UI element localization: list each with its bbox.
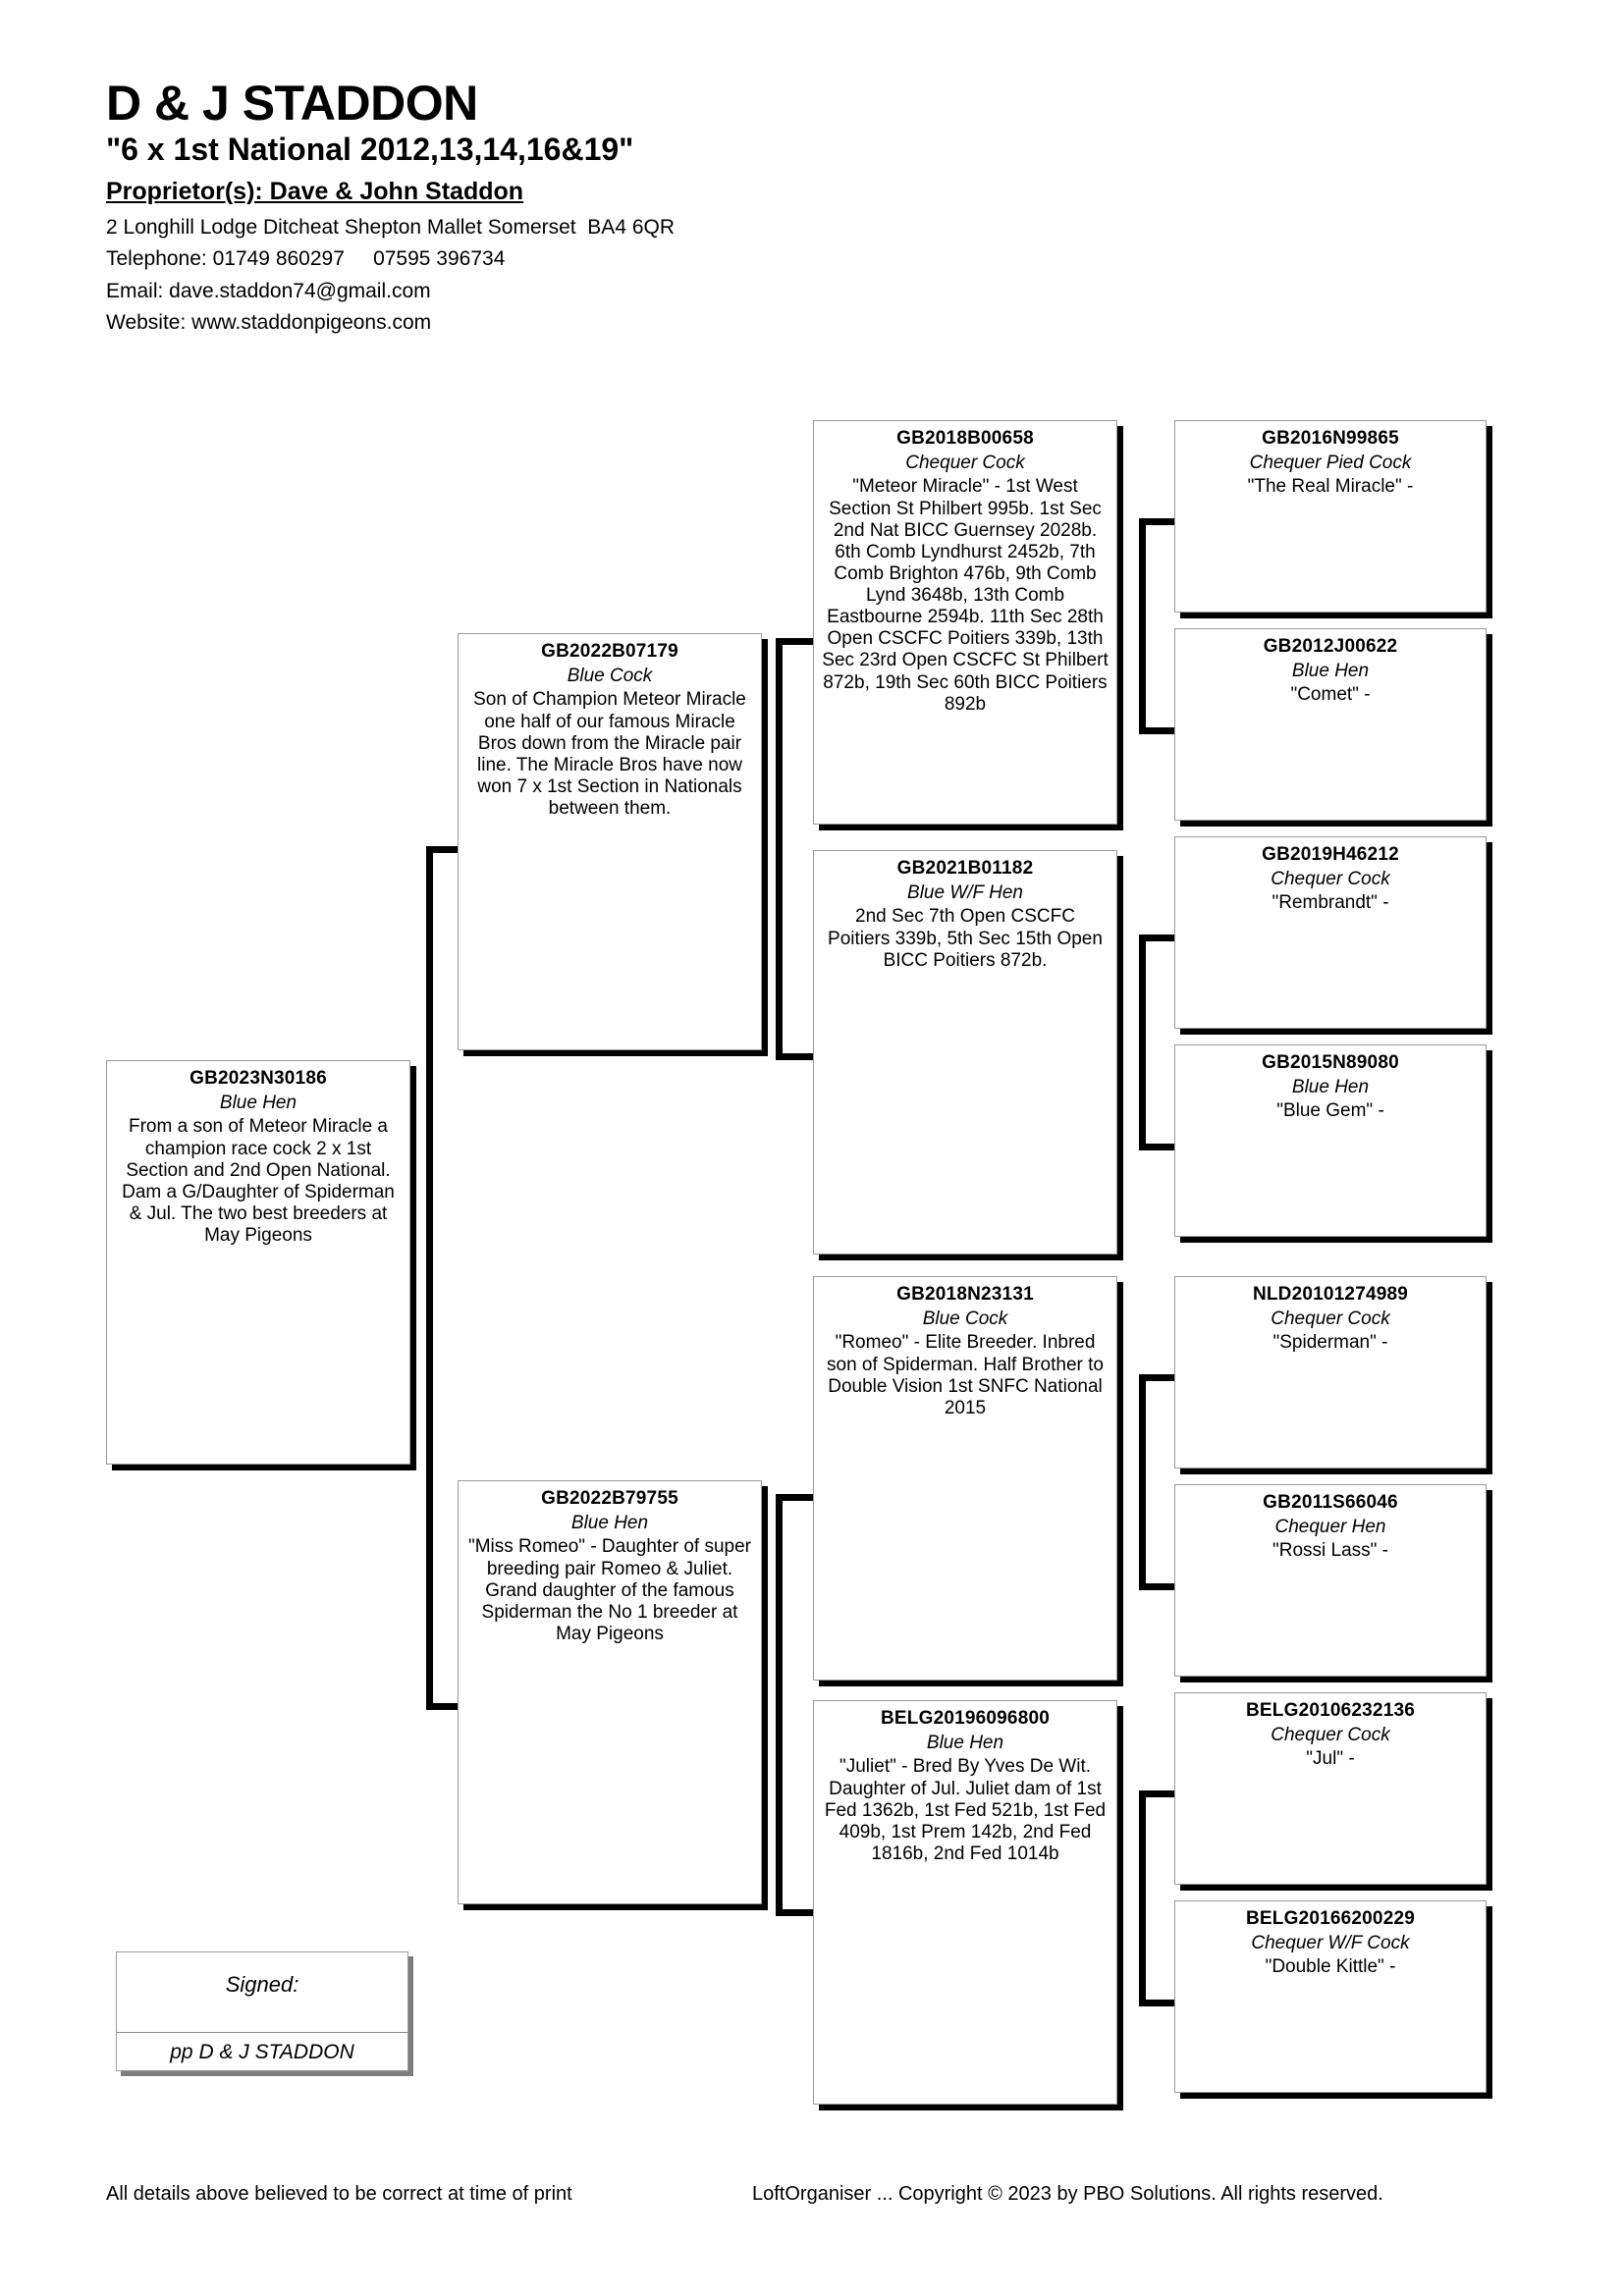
loft-slogan: "6 x 1st National 2012,13,14,16&19" xyxy=(106,132,634,167)
connector-gd1-to-ggp3 xyxy=(1139,934,1174,941)
connector-sire-vertical xyxy=(776,638,783,1060)
connector-sire-to-gs xyxy=(776,638,813,645)
ggp2-colour: Blue Hen xyxy=(1291,660,1370,681)
signature-box[interactable]: Signed: pp D & J STADDON xyxy=(116,1951,408,2071)
dam-sire-ring: GB2018N23131 xyxy=(896,1284,1034,1305)
connector-gs2-to-ggp5 xyxy=(1139,1374,1174,1381)
pedigree-box-sire-dam[interactable]: GB2021B01182 Blue W/F Hen 2nd Sec 7th Op… xyxy=(813,850,1117,1255)
ggp4-ring: GB2015N89080 xyxy=(1262,1052,1399,1073)
ggp1-ring: GB2016N99865 xyxy=(1262,428,1399,449)
sire-sire-ring: GB2018B00658 xyxy=(896,428,1034,449)
connector-subject-to-sire xyxy=(426,846,465,853)
dam-dam-notes: "Juliet" - Bred By Yves De Wit. Daughter… xyxy=(824,1756,1107,1864)
dam-sire-colour: Blue Cock xyxy=(922,1308,1008,1329)
pedigree-box-ggp8[interactable]: BELG20166200229 Chequer W/F Cock "Double… xyxy=(1174,1900,1487,2093)
subject-notes: From a son of Meteor Miracle a champion … xyxy=(122,1116,395,1247)
contact-block: 2 Longhill Lodge Ditcheat Shepton Mallet… xyxy=(106,212,1186,340)
subject-ring: GB2023N30186 xyxy=(189,1068,327,1089)
connector-gs2-to-ggp6 xyxy=(1139,1583,1174,1590)
sire-dam-ring: GB2021B01182 xyxy=(896,858,1034,879)
dam-dam-colour: Blue Hen xyxy=(926,1732,1004,1753)
sire-sire-colour: Chequer Cock xyxy=(905,452,1025,473)
sire-colour: Blue Cock xyxy=(567,665,653,686)
loft-header: D & J STADDON "6 x 1st National 2012,13,… xyxy=(106,77,1186,340)
ggp5-colour: Chequer Cock xyxy=(1271,1308,1390,1329)
ggp6-colour: Chequer Hen xyxy=(1274,1516,1386,1537)
dam-sire-notes: "Romeo" - Elite Breeder. Inbred son of S… xyxy=(827,1332,1104,1418)
pedigree-box-ggp5[interactable]: NLD20101274989 Chequer Cock "Spiderman" … xyxy=(1174,1276,1487,1468)
connector-sire-to-gd xyxy=(776,1053,813,1060)
sire-ring: GB2022B07179 xyxy=(541,641,678,662)
ggp6-ring: GB2011S66046 xyxy=(1263,1492,1398,1513)
email-line: Email: dave.staddon74@gmail.com xyxy=(106,279,431,302)
ggp5-ring: NLD20101274989 xyxy=(1252,1284,1409,1305)
connector-subject-to-dam xyxy=(426,1703,465,1710)
footer-disclaimer: All details above believed to be correct… xyxy=(106,2183,572,2205)
sire-dam-colour: Blue W/F Hen xyxy=(907,881,1023,903)
telephone-line: Telephone: 01749 860297 07595 396734 xyxy=(106,247,506,271)
website-line: Website: www.staddonpigeons.com xyxy=(106,311,432,335)
connector-gd2-vertical xyxy=(1139,1790,1146,2006)
pedigree-box-ggp1[interactable]: GB2016N99865 Chequer Pied Cock "The Real… xyxy=(1174,420,1487,613)
pedigree-box-sire[interactable]: GB2022B07179 Blue Cock Son of Champion M… xyxy=(458,633,762,1050)
ggp8-colour: Chequer W/F Cock xyxy=(1251,1932,1410,1953)
connector-gd2-to-ggp8 xyxy=(1139,2000,1174,2006)
ggp2-notes: "Comet" - xyxy=(1290,684,1371,706)
connector-gd1-vertical xyxy=(1139,934,1146,1150)
pedigree-box-dam[interactable]: GB2022B79755 Blue Hen "Miss Romeo" - Dau… xyxy=(458,1480,762,1904)
connector-dam-vertical xyxy=(776,1494,783,1916)
connector-dam-to-gd xyxy=(776,1909,813,1916)
connector-gd2-to-ggp7 xyxy=(1139,1790,1174,1797)
signature-pp-label: pp D & J STADDON xyxy=(170,2041,354,2063)
sire-sire-notes: "Meteor Miracle" - 1st West Section St P… xyxy=(822,476,1109,715)
pedigree-box-ggp4[interactable]: GB2015N89080 Blue Hen "Blue Gem" - xyxy=(1174,1044,1487,1237)
ggp7-colour: Chequer Cock xyxy=(1271,1724,1390,1745)
loft-name: D & J STADDON xyxy=(106,76,478,131)
pedigree-box-ggp3[interactable]: GB2019H46212 Chequer Cock "Rembrandt" - xyxy=(1174,836,1487,1029)
pedigree-box-subject[interactable]: GB2023N30186 Blue Hen From a son of Mete… xyxy=(106,1060,410,1465)
ggp5-notes: "Spiderman" - xyxy=(1272,1332,1388,1354)
sire-dam-notes: 2nd Sec 7th Open CSCFC Poitiers 339b, 5t… xyxy=(828,906,1103,971)
ggp7-notes: "Jul" - xyxy=(1306,1748,1355,1770)
ggp8-notes: "Double Kittle" - xyxy=(1265,1956,1396,1978)
pedigree-box-ggp6[interactable]: GB2011S66046 Chequer Hen "Rossi Lass" - xyxy=(1174,1484,1487,1677)
ggp3-ring: GB2019H46212 xyxy=(1262,844,1399,865)
pedigree-box-dam-dam[interactable]: BELG20196096800 Blue Hen "Juliet" - Bred… xyxy=(813,1700,1117,2105)
ggp3-colour: Chequer Cock xyxy=(1271,868,1390,889)
ggp8-ring: BELG20166200229 xyxy=(1245,1908,1415,1929)
pedigree-box-sire-sire[interactable]: GB2018B00658 Chequer Cock "Meteor Miracl… xyxy=(813,420,1117,825)
connector-dam-to-gs xyxy=(776,1494,813,1501)
ggp1-notes: "The Real Miracle" - xyxy=(1247,476,1414,498)
address-line: 2 Longhill Lodge Ditcheat Shepton Mallet… xyxy=(106,215,676,239)
pedigree-box-ggp7[interactable]: BELG20106232136 Chequer Cock "Jul" - xyxy=(1174,1692,1487,1885)
connector-subject-vertical xyxy=(426,846,433,1710)
connector-gs1-to-ggp2 xyxy=(1139,727,1174,734)
ggp7-ring: BELG20106232136 xyxy=(1245,1700,1415,1721)
signature-rule xyxy=(117,2032,407,2033)
dam-colour: Blue Hen xyxy=(570,1512,649,1533)
proprietors-line: Proprietor(s): Dave & John Staddon xyxy=(106,177,524,205)
footer-copyright: LoftOrganiser ... Copyright © 2023 by PB… xyxy=(752,2183,1383,2205)
pedigree-box-dam-sire[interactable]: GB2018N23131 Blue Cock "Romeo" - Elite B… xyxy=(813,1276,1117,1681)
dam-notes: "Miss Romeo" - Daughter of super breedin… xyxy=(467,1536,752,1644)
ggp4-colour: Blue Hen xyxy=(1291,1076,1370,1097)
connector-gs2-vertical xyxy=(1139,1374,1146,1590)
ggp2-ring: GB2012J00622 xyxy=(1263,636,1398,657)
sire-notes: Son of Champion Meteor Miracle one half … xyxy=(473,689,746,820)
ggp6-notes: "Rossi Lass" - xyxy=(1272,1540,1389,1562)
connector-gs1-to-ggp1 xyxy=(1139,518,1174,525)
connector-gs1-vertical xyxy=(1139,518,1146,734)
ggp4-notes: "Blue Gem" - xyxy=(1276,1100,1384,1122)
ggp1-colour: Chequer Pied Cock xyxy=(1249,452,1412,473)
signature-label: Signed: xyxy=(225,1972,299,1997)
pedigree-box-ggp2[interactable]: GB2012J00622 Blue Hen "Comet" - xyxy=(1174,628,1487,821)
subject-colour: Blue Hen xyxy=(219,1092,298,1113)
dam-ring: GB2022B79755 xyxy=(541,1488,678,1509)
dam-dam-ring: BELG20196096800 xyxy=(880,1708,1050,1729)
ggp3-notes: "Rembrandt" - xyxy=(1272,892,1389,914)
connector-gd1-to-ggp4 xyxy=(1139,1144,1174,1150)
